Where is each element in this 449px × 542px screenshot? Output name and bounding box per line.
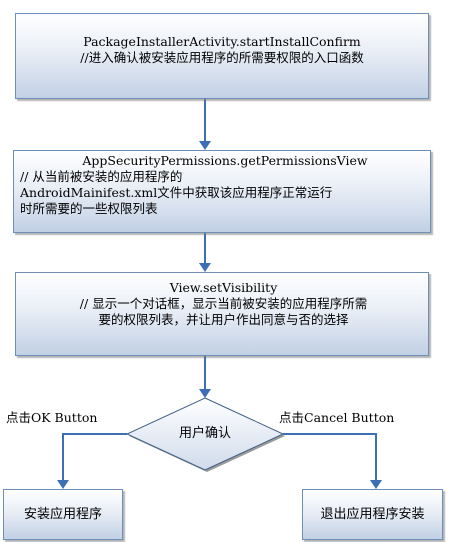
arrow-confirm-to-exit (283, 433, 377, 482)
install-app-box: 安装应用程序 (3, 489, 123, 540)
set-visibility-box: View.setVisibility // 显示一个对话框，显示当前被安装的应用… (15, 272, 429, 356)
arrow-head-confirm-to-exit (370, 480, 382, 489)
get-permissions-view-comment-line: // 从当前被安装的应用程序的 (20, 169, 183, 184)
arrow-confirm-to-install (62, 433, 127, 482)
cancel-button-edge-label: 点击Cancel Button (279, 410, 395, 425)
exit-install-label: 退出应用程序安装 (320, 506, 425, 522)
arrow-head-start-to-permissions (199, 141, 211, 150)
arrow-head-permissions-to-visibility (199, 263, 211, 272)
start-install-confirm-box: PackageInstallerActivity.startInstallCon… (15, 13, 429, 99)
get-permissions-view-comment-line: AndroidMainifest.xml文件中获取该应用程序正常运行 (20, 185, 333, 200)
get-permissions-view-title: AppSecurityPermissions.getPermissionsVie… (82, 153, 368, 168)
exit-install-box: 退出应用程序安装 (302, 489, 443, 540)
set-visibility-title: View.setVisibility (169, 280, 278, 295)
user-confirm-label: 用户确认 (178, 426, 231, 441)
set-visibility-comment-line: // 显示一个对话框，显示当前被安装的应用程序所需 (79, 296, 368, 311)
start-install-confirm-comment: //进入确认被安装应用程序的所需要权限的入口函数 (80, 50, 364, 65)
get-permissions-view-box: AppSecurityPermissions.getPermissionsVie… (13, 150, 431, 233)
user-confirm-diamond (125, 397, 285, 471)
start-install-confirm-title: PackageInstallerActivity.startInstallCon… (83, 34, 361, 49)
arrow-head-confirm-to-install (57, 480, 69, 489)
ok-button-edge-label: 点击OK Button (6, 410, 98, 425)
arrow-head-visibility-to-confirm (199, 389, 211, 398)
install-app-label: 安装应用程序 (23, 506, 102, 522)
set-visibility-comment-line: 要的权限列表，并让用户作出同意与否的选择 (98, 312, 349, 327)
get-permissions-view-comment-line: 时所需要的一些权限列表 (20, 201, 158, 216)
